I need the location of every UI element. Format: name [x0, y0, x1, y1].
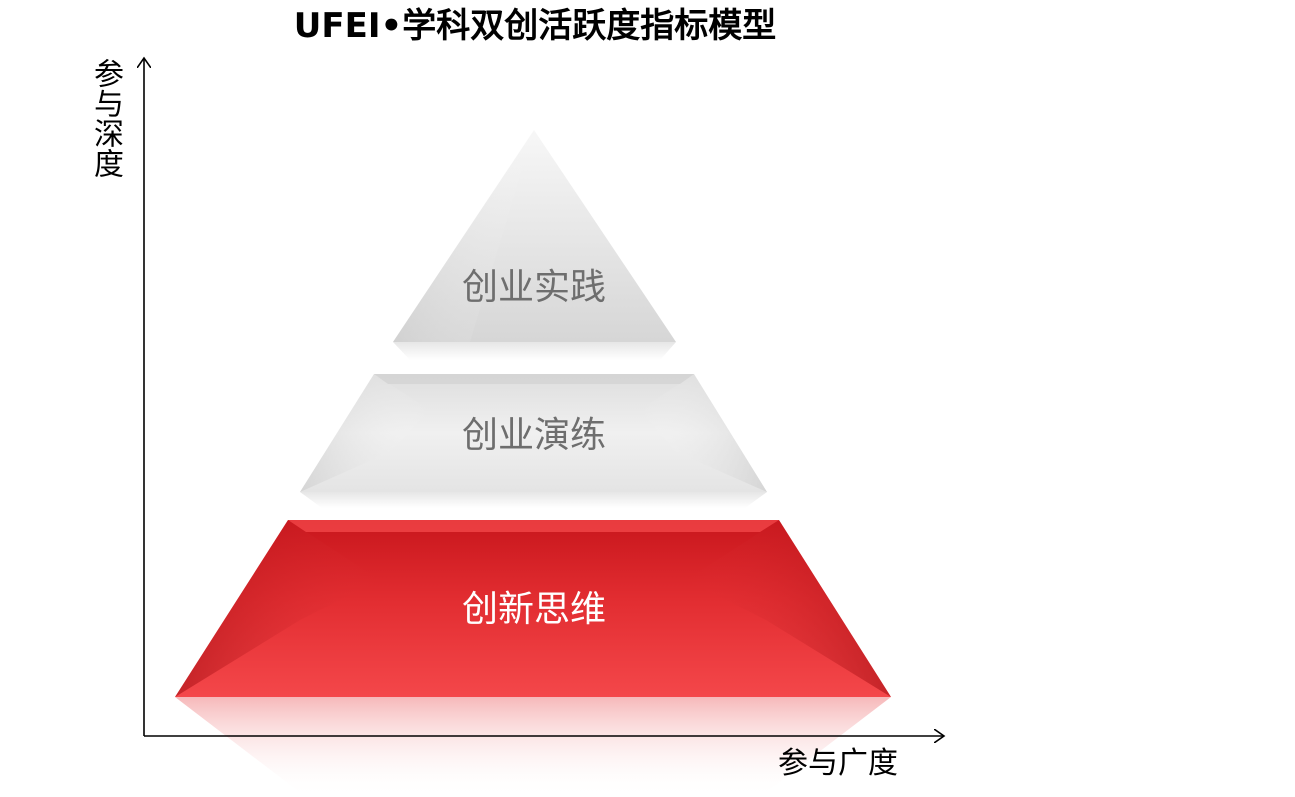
x-axis-label: 参与广度 [778, 746, 898, 781]
y-axis-label: 参与深度 [88, 58, 123, 178]
diagram-title: UFEI•学科双创活跃度指标模型 [293, 6, 777, 46]
tier-middle-label: 创业演练 [461, 415, 606, 456]
tier-top-label: 创业实践 [461, 267, 606, 308]
tier-bottom-shape [175, 520, 891, 797]
tier-middle-shape [300, 374, 767, 508]
tier-top-shape [393, 130, 676, 360]
tier-bottom-label: 创新思维 [461, 589, 606, 630]
